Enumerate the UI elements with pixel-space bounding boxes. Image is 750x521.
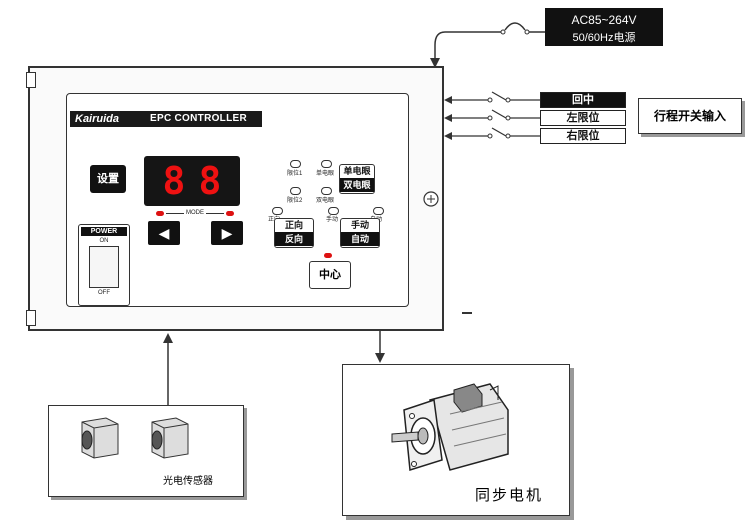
left-arrow-icon: ◀ [158,224,170,241]
power-supply-frequency: 50/60Hz电源 [572,32,636,44]
set-button[interactable]: 设置 [90,165,126,193]
digit-left: 8 [162,159,186,203]
indicator-auto-led [373,207,384,215]
hinge-top [26,72,36,88]
power-supply-voltage: AC85~264V [571,13,637,27]
right-arrow-button[interactable]: ▶ [211,221,243,245]
motor-label: 同步电机 [475,487,544,504]
indicator-limit2-label: 限位2 [287,198,303,204]
mode-toggle-button[interactable]: 手动 自动 [340,218,380,248]
power-switch-frame: POWER ON OFF [78,224,130,306]
mode-toggle-top: 手动 [350,220,369,230]
power-rocker[interactable] [89,246,119,288]
left-arrow-button[interactable]: ◀ [148,221,180,245]
right-arrow-icon: ▶ [221,224,233,241]
power-supply-box: AC85~264V 50/60Hz电源 [545,8,663,46]
indicator-limit1-label: 限位1 [287,171,303,177]
hinge-bottom [26,310,36,326]
mode-label: MODE [186,210,204,216]
power-on-label: ON [99,238,109,244]
brand-logo: Kairuida [75,113,120,125]
power-wire [430,22,545,68]
brand-bar [70,111,262,127]
input-left-limit: 左限位 [540,110,626,126]
power-label: POWER [81,227,127,236]
digit-right: 8 [198,159,222,203]
indicator-manual-led [328,207,339,215]
power-off-label: OFF [98,290,110,296]
sensor-wire [163,333,173,405]
eye-toggle-top: 单电眼 [343,166,371,176]
mode-led-left [156,211,164,216]
sensor-label: 光电传感器 [163,476,213,487]
indicator-single-eye-label: 单电眼 [316,171,335,177]
input-right-limit: 右限位 [540,128,626,144]
digit-display: 8 8 [144,156,240,206]
travel-switch-label: 行程开关输入 [653,109,726,123]
indicator-manual-label: 手动 [326,217,339,223]
direction-toggle-bottom: 反向 [275,232,313,246]
eye-toggle-bottom: 双电眼 [340,178,374,192]
indicator-single-eye-led [321,160,332,168]
indicator-forward-led [272,207,283,215]
mode-toggle-bottom: 自动 [341,232,379,246]
mode-line-right [206,213,224,214]
motor-wire [375,331,385,363]
eye-toggle-button[interactable]: 单电眼 双电眼 [339,164,375,194]
indicator-double-eye-led [321,187,332,195]
synchronous-motor-icon [391,383,509,471]
indicator-limit1-led [290,160,301,168]
panel-base-strip [462,312,472,314]
center-button[interactable]: 中心 [309,261,351,289]
sensor-box [48,405,244,497]
mode-led-right [226,211,234,216]
travel-switch-label-box: 行程开关输入 [638,98,742,134]
center-led [324,253,332,258]
input-return-center: 回中 [540,92,626,108]
direction-toggle-button[interactable]: 正向 反向 [274,218,314,248]
mode-line-left [166,213,184,214]
direction-toggle-top: 正向 [284,220,303,230]
model-name: EPC CONTROLLER [150,113,247,124]
indicator-double-eye-label: 双电眼 [316,198,335,204]
screw-icon [423,191,439,207]
photoelectric-sensor-icon [81,417,189,459]
travel-switch-wires [444,91,540,140]
indicator-limit2-led [290,187,301,195]
